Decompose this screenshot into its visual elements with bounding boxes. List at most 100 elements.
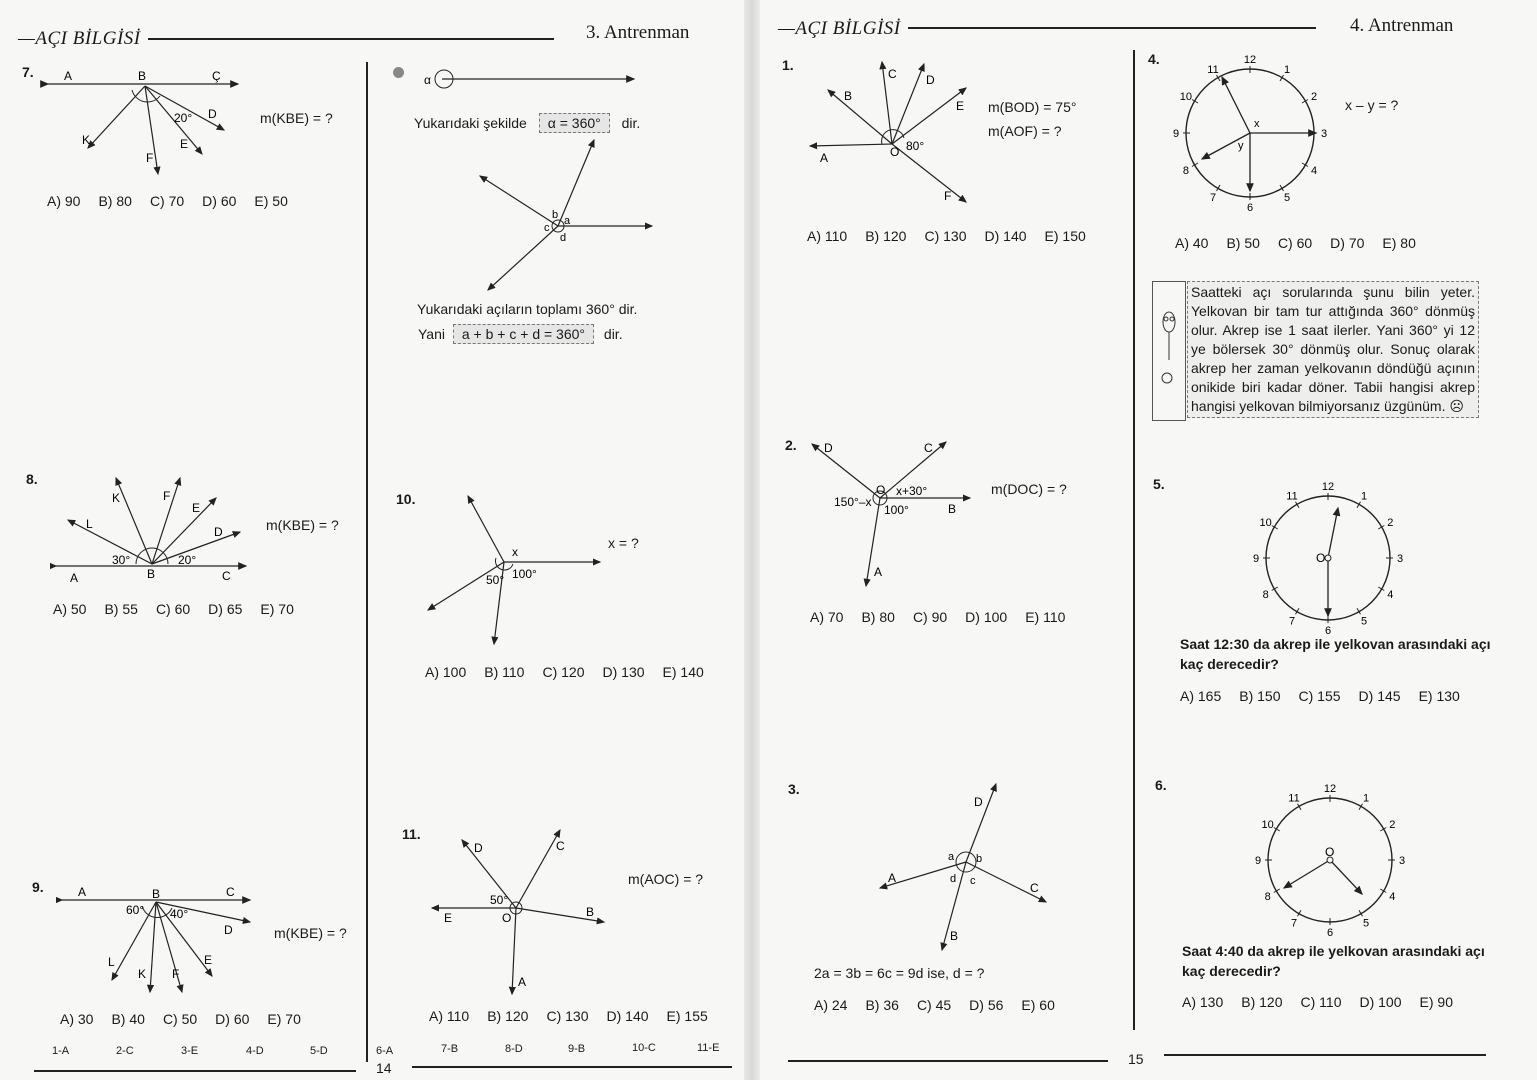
r4-option-a[interactable]: A) 40 <box>1175 235 1209 251</box>
r5-number: 5. <box>1153 476 1165 492</box>
r4-options: A) 40 B) 50 C) 60 D) 70 E) 80 <box>1175 235 1434 251</box>
q7-option-b[interactable]: B) 80 <box>98 193 132 209</box>
q9-option-a[interactable]: A) 30 <box>60 1011 94 1027</box>
r2-option-a[interactable]: A) 70 <box>810 609 844 625</box>
r2-option-d[interactable]: D) 100 <box>965 609 1008 625</box>
r3-option-b[interactable]: B) 36 <box>865 997 899 1013</box>
q8-option-d[interactable]: D) 65 <box>208 601 243 617</box>
r1-option-b[interactable]: B) 120 <box>865 228 907 244</box>
r1-label-d: D <box>926 73 935 87</box>
r2-label-a: A <box>874 565 882 579</box>
r2-option-c[interactable]: C) 90 <box>912 609 948 625</box>
r5-option-b[interactable]: B) 150 <box>1239 688 1281 704</box>
q7-option-c[interactable]: C) 70 <box>149 193 185 209</box>
q9-option-b[interactable]: B) 40 <box>111 1011 145 1027</box>
r3-angle-b: b <box>976 853 982 865</box>
r5-clock-number: 6 <box>1325 625 1331 637</box>
r4-clock-tick <box>1301 99 1309 104</box>
q11-option-a[interactable]: A) 110 <box>429 1008 470 1024</box>
r2-option-e[interactable]: E) 110 <box>1025 609 1066 625</box>
q11-option-b[interactable]: B) 120 <box>487 1008 529 1024</box>
q10-option-b[interactable]: B) 110 <box>484 664 525 680</box>
q9-option-c[interactable]: C) 50 <box>162 1011 198 1027</box>
q9-option-d[interactable]: D) 60 <box>215 1011 250 1027</box>
r4-clock-tick <box>1191 162 1199 167</box>
r5-clock-tick <box>1377 525 1385 530</box>
q8-option-a[interactable]: A) 50 <box>53 601 87 617</box>
r2-options: A) 70 B) 80 C) 90 D) 100 E) 110 <box>810 609 1083 625</box>
q9-option-e[interactable]: E) 70 <box>267 1011 301 1027</box>
q7-option-e[interactable]: E) 50 <box>254 193 288 209</box>
r6-option-d[interactable]: D) 100 <box>1359 994 1402 1010</box>
r3-label-a: A <box>888 871 896 885</box>
r6-option-a[interactable]: A) 130 <box>1182 994 1224 1010</box>
r5-option-d[interactable]: D) 145 <box>1358 688 1401 704</box>
r2-option-b[interactable]: B) 80 <box>861 609 895 625</box>
q11-option-e[interactable]: E) 155 <box>666 1008 708 1024</box>
q11-option-d[interactable]: D) 140 <box>606 1008 649 1024</box>
q10-angle-1: 50° <box>486 573 504 587</box>
q10-option-a[interactable]: A) 100 <box>425 664 467 680</box>
q8-option-c[interactable]: C) 60 <box>155 601 191 617</box>
r1-option-e[interactable]: E) 150 <box>1044 228 1086 244</box>
q9-label-l: L <box>108 955 115 969</box>
r6-option-b[interactable]: B) 120 <box>1241 994 1283 1010</box>
r1-label-c: C <box>888 67 897 81</box>
r1-options: A) 110 B) 120 C) 130 D) 140 E) 150 <box>807 228 1104 244</box>
r5-question-2: kaç derecedir? <box>1180 656 1279 672</box>
q7-option-a[interactable]: A) 90 <box>47 193 81 209</box>
r6-clock-number: 2 <box>1389 819 1395 831</box>
q8-label-a: A <box>70 571 78 585</box>
q7-label-k: K <box>82 133 90 147</box>
r4-option-b[interactable]: B) 50 <box>1226 235 1260 251</box>
q8-figure: A B C D E F K L 30° 20° <box>50 476 248 585</box>
r4-option-d[interactable]: D) 70 <box>1330 235 1365 251</box>
r4-clock-tick <box>1216 74 1221 82</box>
q9-figure: A B C D E F K L 60° 40° <box>56 885 252 994</box>
info-dir-1: dir. <box>621 115 641 131</box>
q10-option-c[interactable]: C) 120 <box>542 664 585 680</box>
q7-label-d: D <box>208 107 217 121</box>
q9-label-b: B <box>152 887 160 901</box>
r6-option-e[interactable]: E) 90 <box>1419 994 1453 1010</box>
info-box-1: α = 360° <box>538 113 610 133</box>
r3-figure: D A C B a b c d <box>878 782 1048 952</box>
r1-option-a[interactable]: A) 110 <box>807 228 848 244</box>
r5-option-a[interactable]: A) 165 <box>1180 688 1222 704</box>
r5-clock-tick <box>1377 586 1385 591</box>
r3-option-d[interactable]: D) 56 <box>969 997 1004 1013</box>
q11-option-c[interactable]: C) 130 <box>546 1008 589 1024</box>
q8-option-b[interactable]: B) 55 <box>104 601 138 617</box>
r3-option-c[interactable]: C) 45 <box>916 997 952 1013</box>
r1-option-c[interactable]: C) 130 <box>924 228 967 244</box>
q10-option-d[interactable]: D) 130 <box>602 664 645 680</box>
answer-4: 4-D <box>246 1045 264 1057</box>
r6-clock-number: 3 <box>1399 855 1405 867</box>
q8-number: 8. <box>26 471 38 487</box>
r6-clock-tick <box>1297 803 1302 811</box>
r2-angle-3: 100° <box>884 503 909 517</box>
r4-clock-number: 7 <box>1210 192 1216 204</box>
r5-option-e[interactable]: E) 130 <box>1418 688 1460 704</box>
answer-8: 8-D <box>505 1043 523 1055</box>
q10-number: 10. <box>396 491 416 507</box>
r3-option-a[interactable]: A) 24 <box>814 997 848 1013</box>
q8-label-l: L <box>86 517 93 531</box>
info-line-1: Yukarıdaki şekilde α = 360° dir. <box>414 113 640 133</box>
r3-option-e[interactable]: E) 60 <box>1021 997 1055 1013</box>
r6-clock-tick <box>1273 827 1281 832</box>
r3-angle-a: a <box>948 851 955 863</box>
right-page-number: 15 <box>1128 1051 1144 1067</box>
r6-option-c[interactable]: C) 110 <box>1300 994 1342 1010</box>
r4-option-c[interactable]: C) 60 <box>1277 235 1313 251</box>
r2-question: m(DOC) = ? <box>991 481 1067 497</box>
note-side-panel <box>1152 281 1186 421</box>
q10-option-e[interactable]: E) 140 <box>662 664 704 680</box>
q8-option-e[interactable]: E) 70 <box>260 601 294 617</box>
r5-option-c[interactable]: C) 155 <box>1298 688 1341 704</box>
r1-option-d[interactable]: D) 140 <box>984 228 1027 244</box>
r4-option-e[interactable]: E) 80 <box>1382 235 1416 251</box>
r1-label-o: O <box>890 145 899 159</box>
q7-option-d[interactable]: D) 60 <box>202 193 237 209</box>
